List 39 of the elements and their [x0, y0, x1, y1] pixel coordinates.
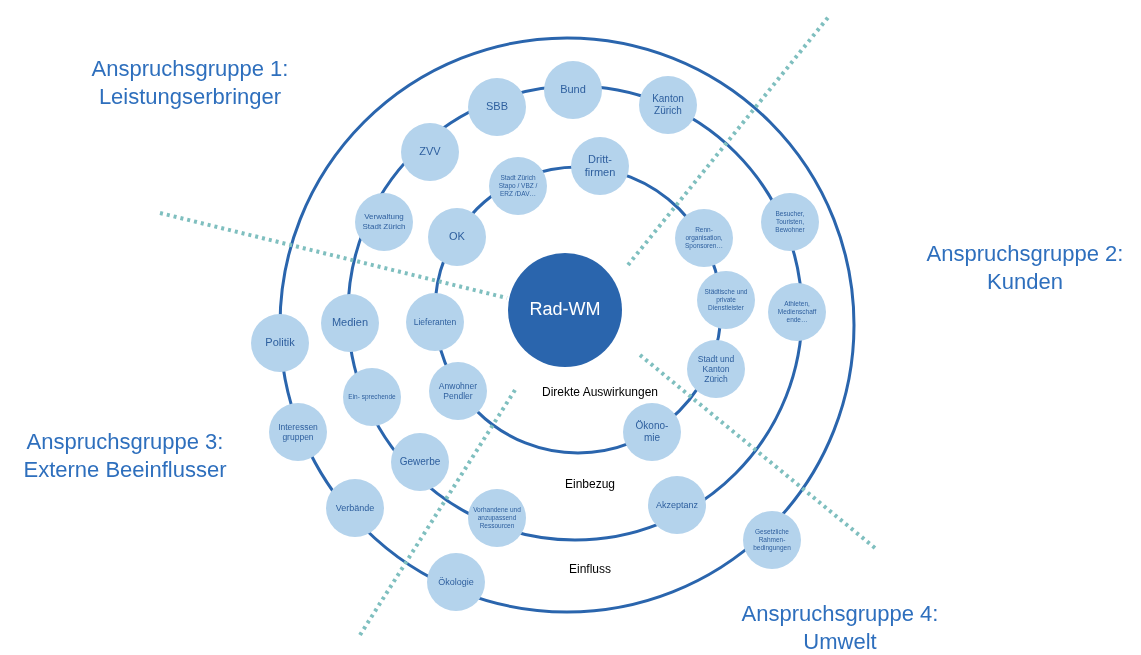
node-text: Stadt und Kanton Zürich [696, 353, 736, 385]
stakeholder-circle [269, 403, 327, 461]
node-text: SBB [486, 100, 508, 114]
node-text: ZVV [419, 145, 441, 159]
node-text: Bund [560, 83, 586, 97]
stakeholder-circle [429, 362, 487, 420]
stakeholder-circle [401, 123, 459, 181]
node-text: Interessen gruppen [277, 421, 319, 443]
ring-label: Einbezug [563, 477, 616, 491]
node-text: OK [449, 230, 465, 244]
stakeholder-circle [428, 208, 486, 266]
group-heading: Anspruchsgruppe 3: Externe Beeinflusser [22, 428, 228, 483]
stakeholder-circle [675, 209, 733, 267]
node-text: Politik [265, 336, 295, 350]
ring-label: Einfluss [568, 562, 612, 576]
node-text: Dritt- firmen [583, 152, 617, 180]
node-text: Akzeptanz [656, 499, 698, 511]
node-text: Verwaltung Stadt Zürich [361, 212, 407, 232]
ring-label: Direkte Auswirkungen [540, 385, 660, 399]
stakeholder-circle [623, 403, 681, 461]
node-text: Ökono- mie [634, 420, 670, 444]
stakeholder-circle [761, 193, 819, 251]
group-heading: Anspruchsgruppe 1: Leistungserbringer [90, 55, 290, 110]
node-text: Lieferanten [413, 316, 457, 328]
node-text: Ökologie [438, 576, 474, 588]
stakeholder-circle [326, 479, 384, 537]
stakeholder-circle [355, 193, 413, 251]
stakeholder-circle [687, 340, 745, 398]
stakeholder-circle [743, 511, 801, 569]
node-text: Kanton Zürich [651, 93, 685, 117]
node-text: Medien [331, 316, 369, 330]
node-text: Verbände [335, 502, 375, 514]
node-text: Anwohner Pendler [437, 380, 479, 402]
stakeholder-circle [343, 368, 401, 426]
group-heading: Anspruchsgruppe 4: Umwelt [740, 600, 940, 655]
node-text: Gewerbe [399, 456, 441, 468]
stakeholder-circle [391, 433, 449, 491]
node-text: Rad-WM [529, 299, 601, 321]
group-heading: Anspruchsgruppe 2: Kunden [925, 240, 1125, 295]
